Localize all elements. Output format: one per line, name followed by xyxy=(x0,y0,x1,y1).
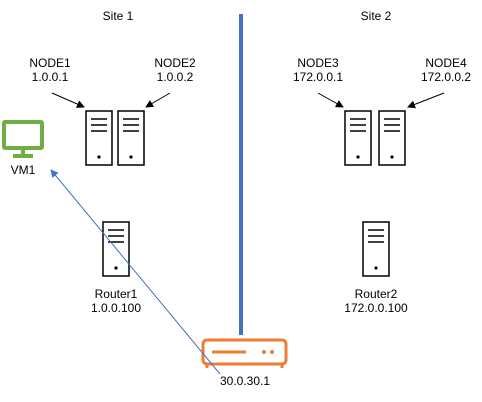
gateway-ip-label: 30.0.30.1 xyxy=(219,374,271,388)
node4-label: NODE4 172.0.0.2 xyxy=(413,56,479,84)
router2-label: Router2 172.0.0.100 xyxy=(336,287,416,315)
router1-ip: 1.0.0.100 xyxy=(90,301,142,315)
node1-arrow xyxy=(51,92,85,108)
server-icon xyxy=(85,110,113,166)
router1-server-icon xyxy=(102,221,130,277)
node3-arrow xyxy=(317,92,344,108)
server-icon xyxy=(378,110,406,166)
router2-server-icon xyxy=(362,221,390,277)
node2-ip: 1.0.0.2 xyxy=(156,70,194,84)
router2-name: Router2 xyxy=(354,287,398,301)
node1-name: NODE1 xyxy=(29,56,71,70)
node4-name: NODE4 xyxy=(425,56,467,70)
node2-arrow xyxy=(145,92,171,108)
node1-ip: 1.0.0.1 xyxy=(31,70,69,84)
monitor-icon xyxy=(2,120,44,158)
node3-name: NODE3 xyxy=(297,56,339,70)
node2-label: NODE2 1.0.0.2 xyxy=(145,56,205,84)
node3-label: NODE3 172.0.0.1 xyxy=(285,56,351,84)
router-icon xyxy=(201,338,288,368)
server-icon xyxy=(344,110,372,166)
router1-name: Router1 xyxy=(94,287,138,301)
node2-name: NODE2 xyxy=(154,56,196,70)
node3-ip: 172.0.0.1 xyxy=(292,70,344,84)
site1-title: Site 1 xyxy=(102,9,134,23)
router1-label: Router1 1.0.0.100 xyxy=(76,287,156,315)
vm1-label: VM1 xyxy=(10,163,36,177)
node4-ip: 172.0.0.2 xyxy=(420,70,472,84)
gateway-to-vm-connector xyxy=(50,169,221,375)
site2-title: Site 2 xyxy=(360,9,392,23)
server-icon xyxy=(117,110,145,166)
node4-arrow xyxy=(407,92,445,109)
router2-ip: 172.0.0.100 xyxy=(344,301,408,315)
node1-label: NODE1 1.0.0.1 xyxy=(20,56,80,84)
